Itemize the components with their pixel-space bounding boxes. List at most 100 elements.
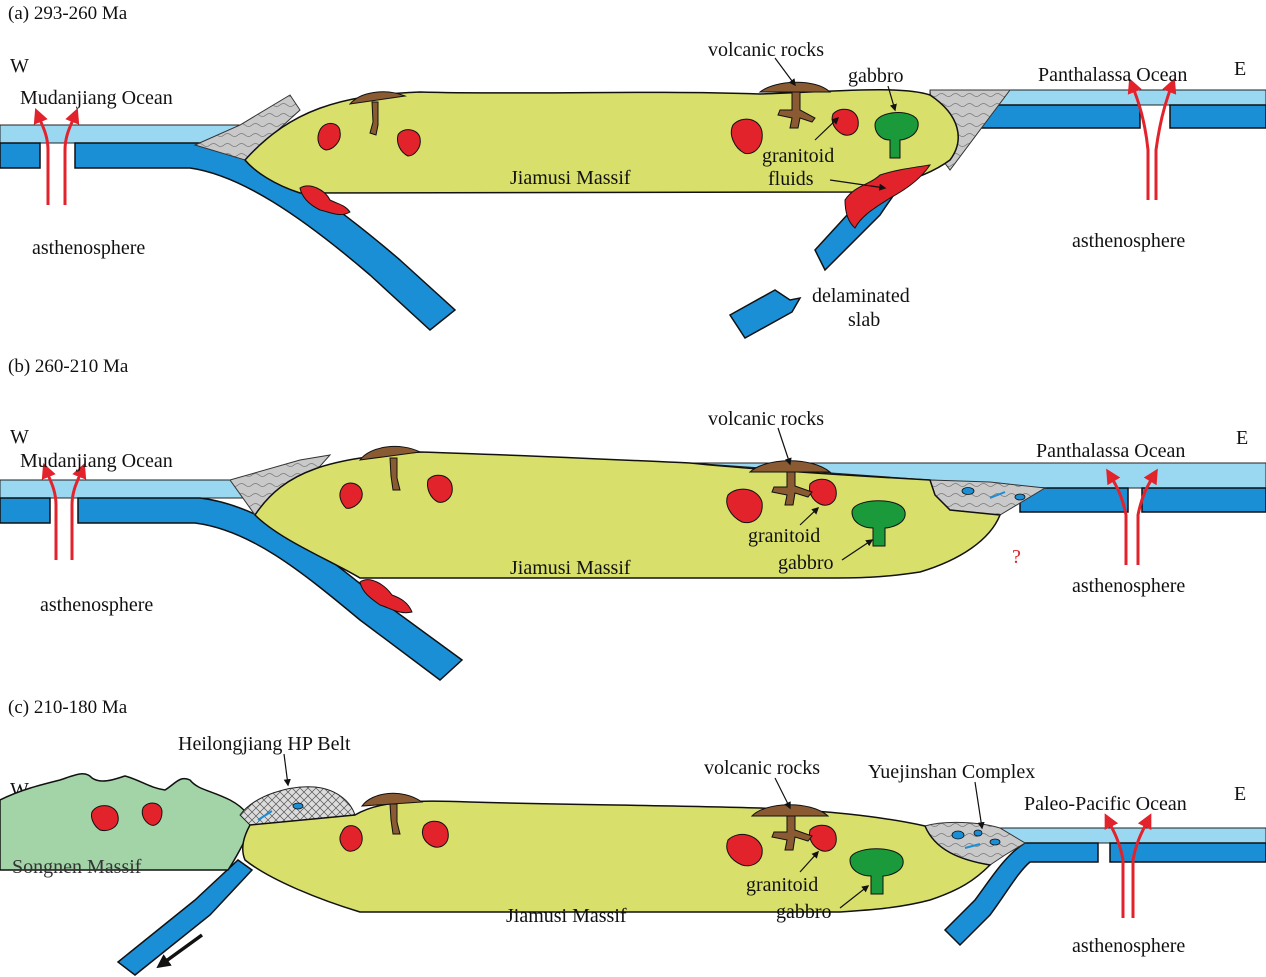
songnen-massif-label: Songnen Massif	[12, 856, 142, 878]
granitoid-pluton	[831, 108, 859, 136]
uncertain-marker: ?	[1012, 546, 1021, 568]
volcanic-conduit	[771, 471, 813, 506]
volcanic-conduit	[777, 91, 816, 129]
asthenosphere-east-label: asthenosphere	[1072, 935, 1185, 957]
mudanjiang-ocean-water	[0, 124, 241, 144]
east-oceanic-plate-stub	[1109, 842, 1266, 863]
panthalassa-ocean-label: Panthalassa Ocean	[1036, 440, 1185, 462]
panel-b-title: (b) 260-210 Ma	[8, 356, 129, 377]
east-oceanic-plate-stub	[1169, 104, 1266, 129]
west-oceanic-plate-stub	[0, 497, 51, 524]
west-oceanic-plate-stub	[0, 142, 41, 169]
panel-a-east: E	[1234, 58, 1246, 80]
asthenosphere-west-label: asthenosphere	[32, 237, 145, 259]
yuejinshan-complex-label: Yuejinshan Complex	[868, 761, 1035, 783]
panel-b-east: E	[1236, 427, 1248, 449]
hp-belt-label: Heilongjiang HP Belt	[178, 733, 351, 755]
gabbro-label: gabbro	[776, 901, 832, 923]
volcanic-rocks-label: volcanic rocks	[708, 39, 824, 61]
gabbro-intrusion	[851, 500, 906, 547]
panel-c-east: E	[1234, 783, 1246, 805]
complex-block	[989, 838, 1001, 846]
mudanjiang-ocean-label: Mudanjiang Ocean	[20, 450, 173, 472]
panel-c-title: (c) 210-180 Ma	[8, 697, 128, 718]
gabbro-label: gabbro	[778, 552, 834, 574]
granitoid-pluton	[141, 802, 163, 826]
leader-arrows-b	[777, 427, 874, 561]
upwelling-arrows-east	[1104, 813, 1152, 918]
volcanic-conduit	[771, 815, 813, 851]
mudanjiang-ocean-water	[0, 479, 251, 499]
fluids-label: fluids	[768, 168, 814, 190]
paleo-pacific-ocean-label: Paleo-Pacific Ocean	[1024, 793, 1187, 815]
granitoid-pluton	[809, 824, 837, 852]
jiamusi-massif-label: Jiamusi Massif	[510, 167, 631, 189]
volcanic-rocks-label: volcanic rocks	[704, 757, 820, 779]
volcano-cone	[358, 446, 422, 461]
panel-b-west: W	[10, 426, 29, 448]
volcanic-conduit	[389, 457, 401, 491]
granitoid-label: granitoid	[748, 525, 820, 547]
volcano-cone	[750, 804, 830, 817]
hp-belt-fragment	[257, 810, 273, 821]
granitoid-pluton	[397, 129, 421, 157]
ophiolite-block	[1014, 493, 1026, 501]
east-oceanic-plate-stub	[1141, 487, 1266, 513]
slab-label: slab	[848, 309, 880, 331]
panel-a: (a) 293-260 Ma W E	[0, 3, 1266, 339]
volcano-cone	[360, 792, 424, 807]
volcanic-conduit	[369, 101, 379, 136]
complex-fragment	[964, 843, 981, 849]
gabbro-label: gabbro	[848, 65, 904, 87]
granitoid-pluton	[730, 118, 763, 155]
east-subducting-slab	[943, 842, 1099, 947]
asthenosphere-west-label: asthenosphere	[40, 594, 153, 616]
slab-melt	[844, 164, 932, 229]
upwelling-arrows-east	[1127, 78, 1177, 200]
granitoid-pluton	[339, 825, 363, 852]
panel-a-west: W	[10, 55, 29, 77]
gabbro-intrusion	[874, 112, 919, 159]
granitoid-pluton	[809, 478, 837, 506]
leader-arrows-a	[774, 57, 897, 191]
east-oceanic-plate	[1019, 487, 1129, 513]
leader-arrows-c	[283, 753, 985, 909]
upwelling-arrows-west	[41, 463, 87, 560]
hp-belt-block	[292, 802, 304, 810]
granitoid-pluton	[726, 833, 763, 867]
granitoid-pluton	[427, 474, 453, 503]
granitoid-pluton	[726, 488, 763, 524]
granitoid-pluton	[317, 123, 341, 151]
granitoid-pluton	[421, 820, 449, 848]
upwelling-arrows-west	[33, 108, 80, 205]
granitoid-pluton	[339, 482, 363, 509]
asthenosphere-east-label: asthenosphere	[1072, 230, 1185, 252]
mudanjiang-ocean-label: Mudanjiang Ocean	[20, 87, 173, 109]
ophiolite-block	[961, 487, 975, 495]
volcano-cone	[348, 91, 407, 105]
jiamusi-massif-label: Jiamusi Massif	[510, 557, 631, 579]
volcanic-conduit	[389, 803, 401, 835]
paleo-pacific-ocean-water	[999, 827, 1266, 844]
slab-melt	[359, 579, 413, 614]
granitoid-label: granitoid	[762, 145, 834, 167]
volcano-cone	[758, 81, 832, 93]
west-accretionary-wedge	[193, 94, 301, 161]
jiamusi-massif-label: Jiamusi Massif	[506, 905, 627, 927]
granitoid-label: granitoid	[746, 874, 818, 896]
panel-a-title: (a) 293-260 Ma	[8, 3, 128, 24]
slab-sinking-arrow	[156, 933, 204, 969]
slab-melt	[299, 185, 351, 216]
west-detached-slab	[116, 859, 254, 976]
complex-block	[951, 830, 965, 840]
delaminated-label: delaminated	[812, 285, 910, 307]
panel-c: (c) 210-180 Ma W E	[0, 697, 1266, 976]
delaminated-slab	[728, 289, 802, 339]
volcano-cone	[748, 460, 832, 473]
asthenosphere-east-label: asthenosphere	[1072, 575, 1185, 597]
granitoid-pluton	[91, 805, 119, 831]
complex-block	[973, 829, 983, 837]
gabbro-intrusion	[849, 848, 904, 895]
ophiolite-fragment	[989, 491, 1006, 499]
